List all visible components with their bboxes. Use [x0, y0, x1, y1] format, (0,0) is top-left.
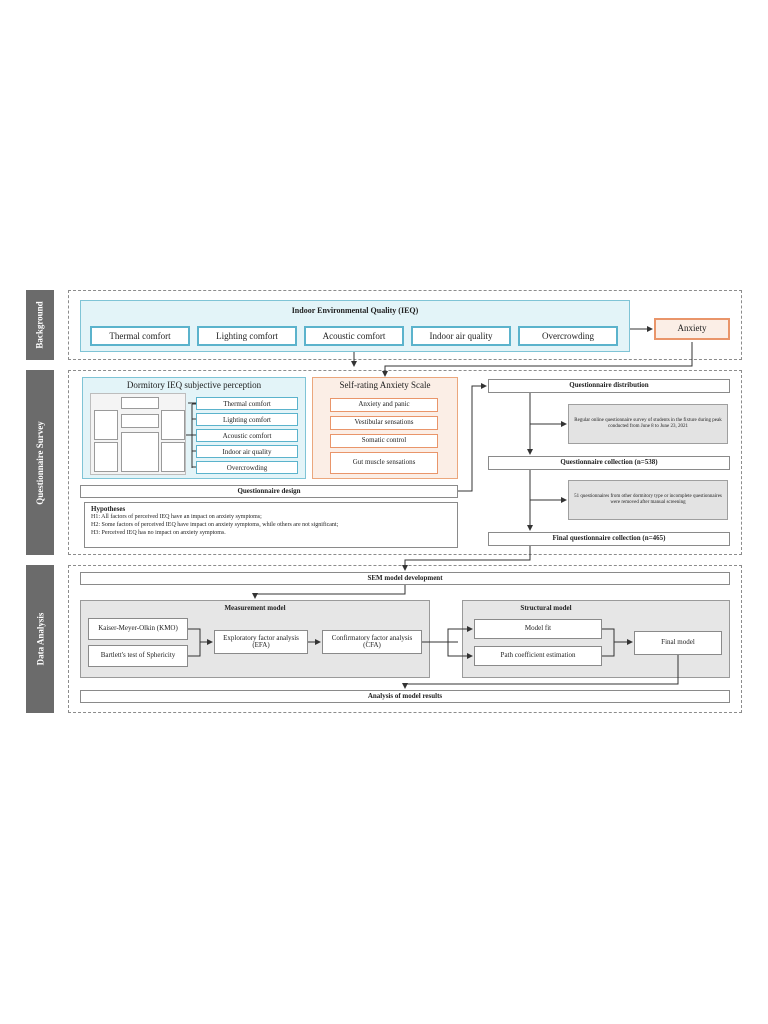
cfa-box: Confirmatory factor analysis (CFA)	[322, 630, 422, 654]
section-label-background: Background	[26, 290, 54, 360]
dorm-room-image	[90, 393, 186, 475]
sas-item-somatic: Somatic control	[330, 434, 438, 448]
section-label-survey: Questionnaire Survey	[26, 370, 54, 555]
ieq-title: Indoor Environmental Quality (IEQ)	[291, 306, 419, 315]
distribution-note: Regular online questionnaire survey of s…	[568, 404, 728, 444]
structural-model-title: Structural model	[520, 604, 572, 612]
ieq-factor-overcrowding: Overcrowding	[518, 326, 618, 346]
survey-frame	[68, 370, 742, 555]
sas-title: Self-rating Anxiety Scale	[339, 380, 431, 390]
dorm-item-lighting: Lighting comfort	[196, 413, 298, 426]
hypotheses-title: Hypotheses	[91, 505, 126, 513]
sas-item-anxiety-panic: Anxiety and panic	[330, 398, 438, 412]
background-frame	[68, 290, 742, 360]
section-label-analysis: Data Analysis	[26, 565, 54, 713]
dorm-item-thermal: Thermal comfort	[196, 397, 298, 410]
collection-note: 51 questionnaires from other dormitory t…	[568, 480, 728, 520]
bartlett-box: Bartlett's test of Sphericity	[88, 645, 188, 667]
ieq-factor-air: Indoor air quality	[411, 326, 511, 346]
questionnaire-collection: Questionnaire collection (n=538)	[488, 456, 730, 470]
analysis-of-results: Analysis of model results	[80, 690, 730, 703]
ieq-factor-lighting: Lighting comfort	[197, 326, 297, 346]
sas-item-vestibular: Vestibular sensations	[330, 416, 438, 430]
dorm-item-acoustic: Acoustic comfort	[196, 429, 298, 442]
questionnaire-design: Questionnaire design	[80, 485, 458, 498]
hypotheses-box: Hypotheses H1: All factors of perceived …	[84, 502, 458, 548]
anxiety-box: Anxiety	[654, 318, 730, 340]
hypothesis-2: H2: Some factors of perceived IEQ have i…	[91, 521, 339, 528]
model-fit-box: Model fit	[474, 619, 602, 639]
final-questionnaire-collection: Final questionnaire collection (n=465)	[488, 532, 730, 546]
measurement-model-title: Measurement model	[224, 604, 286, 612]
ieq-factor-acoustic: Acoustic comfort	[304, 326, 404, 346]
path-coefficient-box: Path coefficient estimation	[474, 646, 602, 666]
questionnaire-distribution: Questionnaire distribution	[488, 379, 730, 393]
dorm-item-overcrowding: Overcrowding	[196, 461, 298, 474]
sas-item-gut-muscle: Gut muscle sensations	[330, 452, 438, 474]
ieq-factor-thermal: Thermal comfort	[90, 326, 190, 346]
dorm-item-air: Indoor air quality	[196, 445, 298, 458]
kmo-box: Kaiser-Meyer-Olkin (KMO)	[88, 618, 188, 640]
efa-box: Exploratory factor analysis (EFA)	[214, 630, 308, 654]
final-model-box: Final model	[634, 631, 722, 655]
hypothesis-1: H1: All factors of perceived IEQ have an…	[91, 514, 262, 521]
sem-model-development: SEM model development	[80, 572, 730, 585]
hypothesis-3: H3: Perceived IEQ has no impact on anxie…	[91, 529, 226, 536]
dorm-title: Dormitory IEQ subjective perception	[126, 380, 262, 390]
